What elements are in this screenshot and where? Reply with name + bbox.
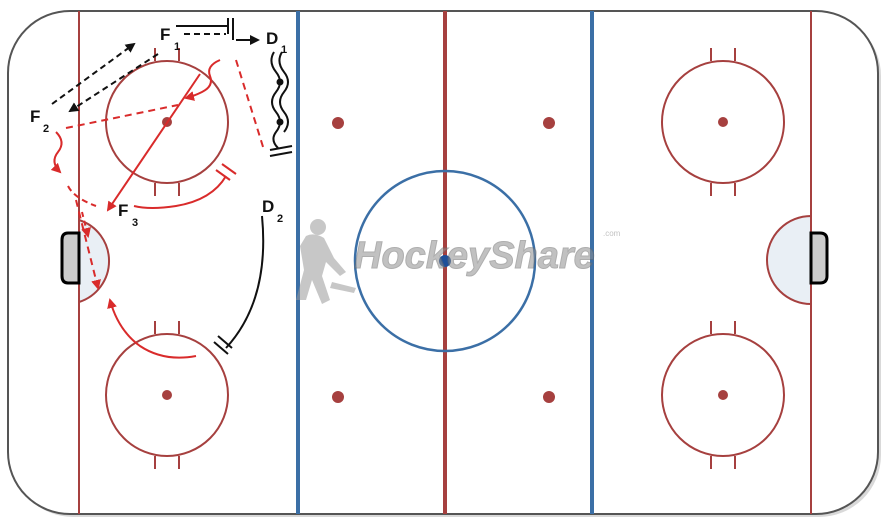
neutral-dot (543, 391, 555, 403)
watermark-text: HockeyShare (354, 235, 595, 277)
skater-silhouette-icon (296, 219, 356, 304)
f2-skate-path (50, 131, 101, 290)
d1-skate-path (269, 51, 293, 157)
svg-text:D: D (266, 29, 278, 48)
d2-skate-path (213, 215, 265, 355)
svg-text:F: F (118, 201, 128, 220)
center-dot (439, 255, 451, 267)
right-net (809, 231, 829, 285)
right-goal-crease (766, 214, 812, 306)
f1-skate-path (184, 59, 221, 101)
pass-to-f3 (106, 73, 201, 212)
watermark-suffix: .com (603, 229, 621, 238)
svg-text:2: 2 (277, 213, 283, 225)
svg-text:F: F (30, 107, 40, 126)
neutral-dot (543, 117, 555, 129)
faceoff-circle-top-right (661, 48, 785, 196)
neutral-dot (332, 391, 344, 403)
hockeyshare-watermark: HockeyShare .com (296, 219, 621, 304)
f3-skate-path (133, 163, 237, 209)
svg-text:F: F (160, 25, 170, 44)
player-f1: F 1 (160, 25, 180, 53)
pass-f1-d1 (176, 18, 260, 45)
svg-text:3: 3 (132, 217, 138, 229)
neutral-dot (332, 117, 344, 129)
svg-text:1: 1 (174, 41, 180, 53)
player-f2: F 2 (30, 107, 49, 135)
player-f3: F 3 (118, 201, 138, 229)
svg-text:2: 2 (43, 123, 49, 135)
faceoff-circle-bottom-left (105, 321, 229, 469)
faceoff-circle-bottom-right (661, 321, 785, 469)
left-net (60, 231, 81, 285)
red-dashed-lanes (65, 59, 265, 151)
svg-text:D: D (262, 197, 274, 216)
faceoff-circle-top-left (105, 48, 229, 196)
bottom-skate-path (107, 298, 197, 359)
player-d1: D 1 (266, 29, 287, 56)
center-circle (353, 169, 537, 353)
player-d2: D 2 (262, 197, 283, 225)
pass-f1-f2 (51, 42, 159, 113)
svg-text:1: 1 (281, 44, 287, 56)
